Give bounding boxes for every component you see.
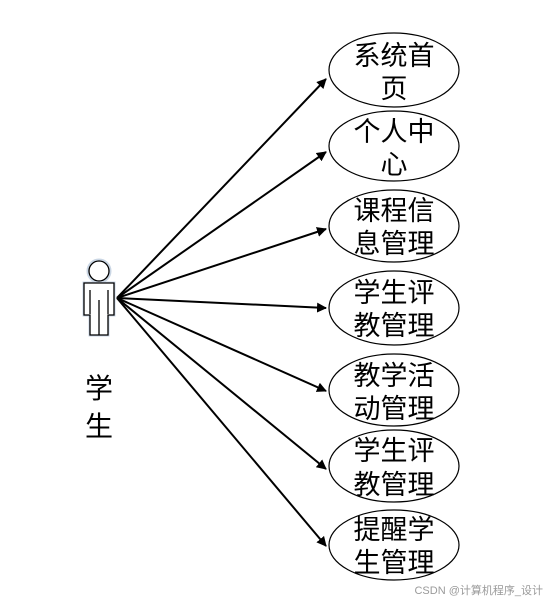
use-case-label-line1: 系统首 (354, 41, 435, 72)
use-case-ellipse (328, 270, 460, 346)
use-case-label-line1: 提醒学 (354, 515, 435, 546)
use-case-ellipse (328, 429, 460, 503)
use-case-label-line1: 学生评 (354, 278, 435, 309)
association-arrow-3 (116, 227, 327, 299)
use-case-7: 提醒学 生管理 (328, 509, 460, 581)
use-case-5: 教学活 动管理 (328, 353, 460, 427)
actor-head (88, 260, 110, 282)
use-case-ellipse (328, 353, 460, 427)
association-arrow-7 (116, 297, 327, 547)
association-arrow-6 (116, 297, 327, 470)
use-case-2: 个人中 心 (328, 110, 460, 182)
association-arrow-2 (116, 151, 327, 299)
use-case-label-line2: 教管理 (354, 470, 435, 501)
use-case-label-line1: 学生评 (354, 436, 435, 467)
use-case-6: 学生评 教管理 (328, 429, 460, 503)
actor-figure (83, 260, 115, 336)
use-case-label-line1: 课程信 (354, 196, 435, 227)
actor-label-line2: 生 (85, 410, 113, 443)
watermark-text: CSDN @计算机程序_设计 (414, 583, 543, 597)
use-case-label-line2: 动管理 (354, 394, 435, 425)
association-arrow-1 (116, 78, 327, 299)
use-case-1: 系统首 页 (328, 32, 460, 108)
actor-student: 学 生 (82, 258, 116, 443)
use-case-label-line2: 页 (381, 74, 408, 105)
use-case-ellipse (328, 110, 460, 182)
use-case-label-line2: 教管理 (354, 311, 435, 342)
use-case-label-line2: 心 (381, 150, 408, 181)
actor-label-line1: 学 (85, 372, 113, 405)
associations (116, 78, 327, 547)
use-case-ellipse (328, 509, 460, 581)
association-arrow-5 (116, 297, 327, 392)
use-case-ellipse (328, 32, 460, 108)
use-case-3: 课程信 息管理 (328, 189, 460, 263)
use-case-label-line1: 个人中 (354, 117, 435, 148)
use-case-label-line2: 生管理 (354, 548, 435, 579)
use-case-label-line1: 教学活 (354, 361, 435, 392)
use-case-4: 学生评 教管理 (328, 270, 460, 346)
use-case-ellipse (328, 189, 460, 263)
use-case-label-line2: 息管理 (354, 229, 435, 260)
association-arrow-4 (116, 297, 327, 313)
